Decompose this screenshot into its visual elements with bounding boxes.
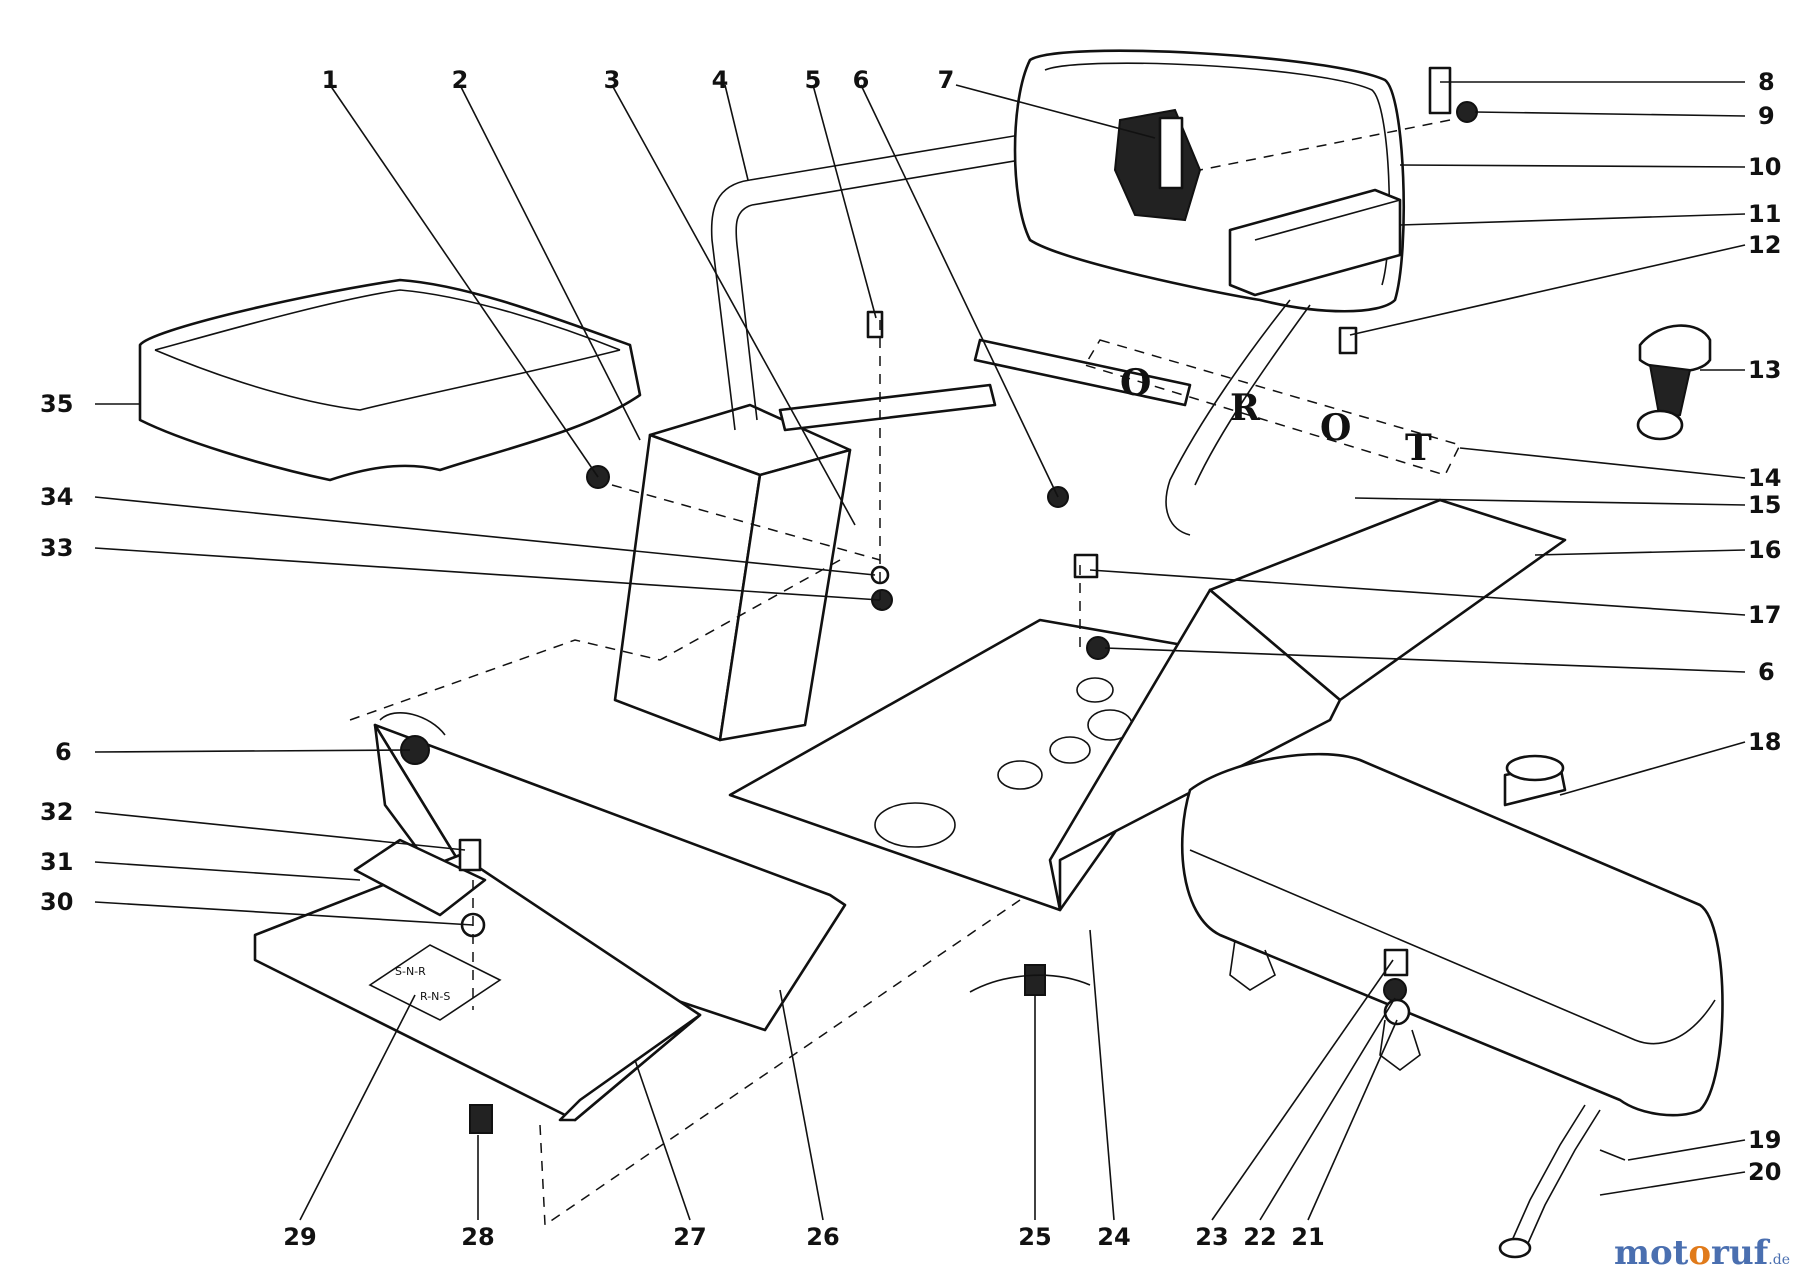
fuel-line xyxy=(1498,1104,1601,1259)
callout-1: 1 xyxy=(322,66,339,94)
callout-2: 2 xyxy=(452,66,469,94)
assembly-lines xyxy=(349,119,1451,1227)
fuel-tank xyxy=(1180,752,1724,1117)
plate-bottom-text: R-N-S xyxy=(420,990,450,1003)
plate-top-text: S-N-R xyxy=(395,965,426,978)
callout-8: 8 xyxy=(1758,68,1775,96)
decal-strip: O R O T xyxy=(1083,339,1462,476)
nut-9 xyxy=(1456,101,1478,123)
watermark-suffix: .de xyxy=(1768,1252,1790,1268)
callout-4: 4 xyxy=(712,66,729,94)
bolt-17 xyxy=(1073,553,1099,579)
screw-32 xyxy=(458,838,482,872)
lockwasher-22 xyxy=(1383,978,1407,1002)
clamp-8 xyxy=(1428,66,1452,115)
callout-25: 25 xyxy=(1018,1223,1051,1251)
knob-28 xyxy=(469,1104,493,1134)
callout-6-top: 6 xyxy=(853,66,870,94)
callout-16: 16 xyxy=(1748,536,1781,564)
callout-17: 17 xyxy=(1748,601,1781,629)
callout-10: 10 xyxy=(1748,153,1781,181)
callout-31: 31 xyxy=(40,848,73,876)
watermark-part-1: mot xyxy=(1613,1233,1689,1273)
watermark-logo: motoruf.de xyxy=(1614,1233,1790,1273)
callout-12: 12 xyxy=(1748,231,1781,259)
callout-20: 20 xyxy=(1748,1158,1781,1186)
callout-33: 33 xyxy=(40,534,73,562)
armrest xyxy=(1165,188,1402,536)
callout-19: 19 xyxy=(1748,1126,1781,1154)
hardware-items xyxy=(458,66,1626,1161)
callout-7: 7 xyxy=(938,66,955,94)
callout-23: 23 xyxy=(1195,1223,1228,1251)
callout-24: 24 xyxy=(1097,1223,1130,1251)
backrest-pad xyxy=(1013,49,1406,313)
decal-letter-4: T xyxy=(1405,427,1432,469)
decal-letter-1: O xyxy=(1120,362,1151,404)
callout-29: 29 xyxy=(283,1223,316,1251)
callout-3: 3 xyxy=(604,66,621,94)
screw-12 xyxy=(1338,326,1358,355)
callout-18: 18 xyxy=(1748,728,1781,756)
callout-32: 32 xyxy=(40,798,73,826)
callout-6-right: 6 xyxy=(1758,658,1775,686)
callout-28: 28 xyxy=(461,1223,494,1251)
decal-letter-2: R xyxy=(1230,387,1261,429)
callout-numbers: 1 2 3 4 5 6 7 8 9 10 11 12 13 14 15 16 1… xyxy=(40,66,1781,1251)
callout-27: 27 xyxy=(673,1223,706,1251)
callout-21: 21 xyxy=(1291,1223,1324,1251)
right-fender xyxy=(1048,498,1567,912)
left-fender-box xyxy=(613,403,852,742)
callout-15: 15 xyxy=(1748,491,1781,519)
cover-plate xyxy=(353,838,487,917)
callout-14: 14 xyxy=(1748,464,1781,492)
leader-lines xyxy=(94,81,1746,1221)
clip-24 xyxy=(969,974,1091,993)
decal-letter-3: O xyxy=(1320,407,1351,449)
callout-13: 13 xyxy=(1748,356,1781,384)
bolt-23 xyxy=(1383,948,1409,977)
callout-35: 35 xyxy=(40,390,73,418)
callout-6-left: 6 xyxy=(55,738,72,766)
bolt-25 xyxy=(1024,964,1046,996)
clamp-19 xyxy=(1599,1149,1626,1161)
backrest-frame xyxy=(710,134,1192,432)
callout-9: 9 xyxy=(1758,102,1775,130)
watermark-part-o: o xyxy=(1688,1233,1712,1273)
callout-5: 5 xyxy=(805,66,822,94)
callout-34: 34 xyxy=(40,483,73,511)
callout-26: 26 xyxy=(806,1223,839,1251)
foam-cutaway xyxy=(1113,108,1202,222)
seat-cushion xyxy=(138,278,642,482)
callout-30: 30 xyxy=(40,888,73,916)
callout-22: 22 xyxy=(1243,1223,1276,1251)
fuel-gauge xyxy=(1636,324,1712,441)
watermark-part-2: ruf xyxy=(1711,1233,1769,1273)
callout-11: 11 xyxy=(1748,200,1781,228)
